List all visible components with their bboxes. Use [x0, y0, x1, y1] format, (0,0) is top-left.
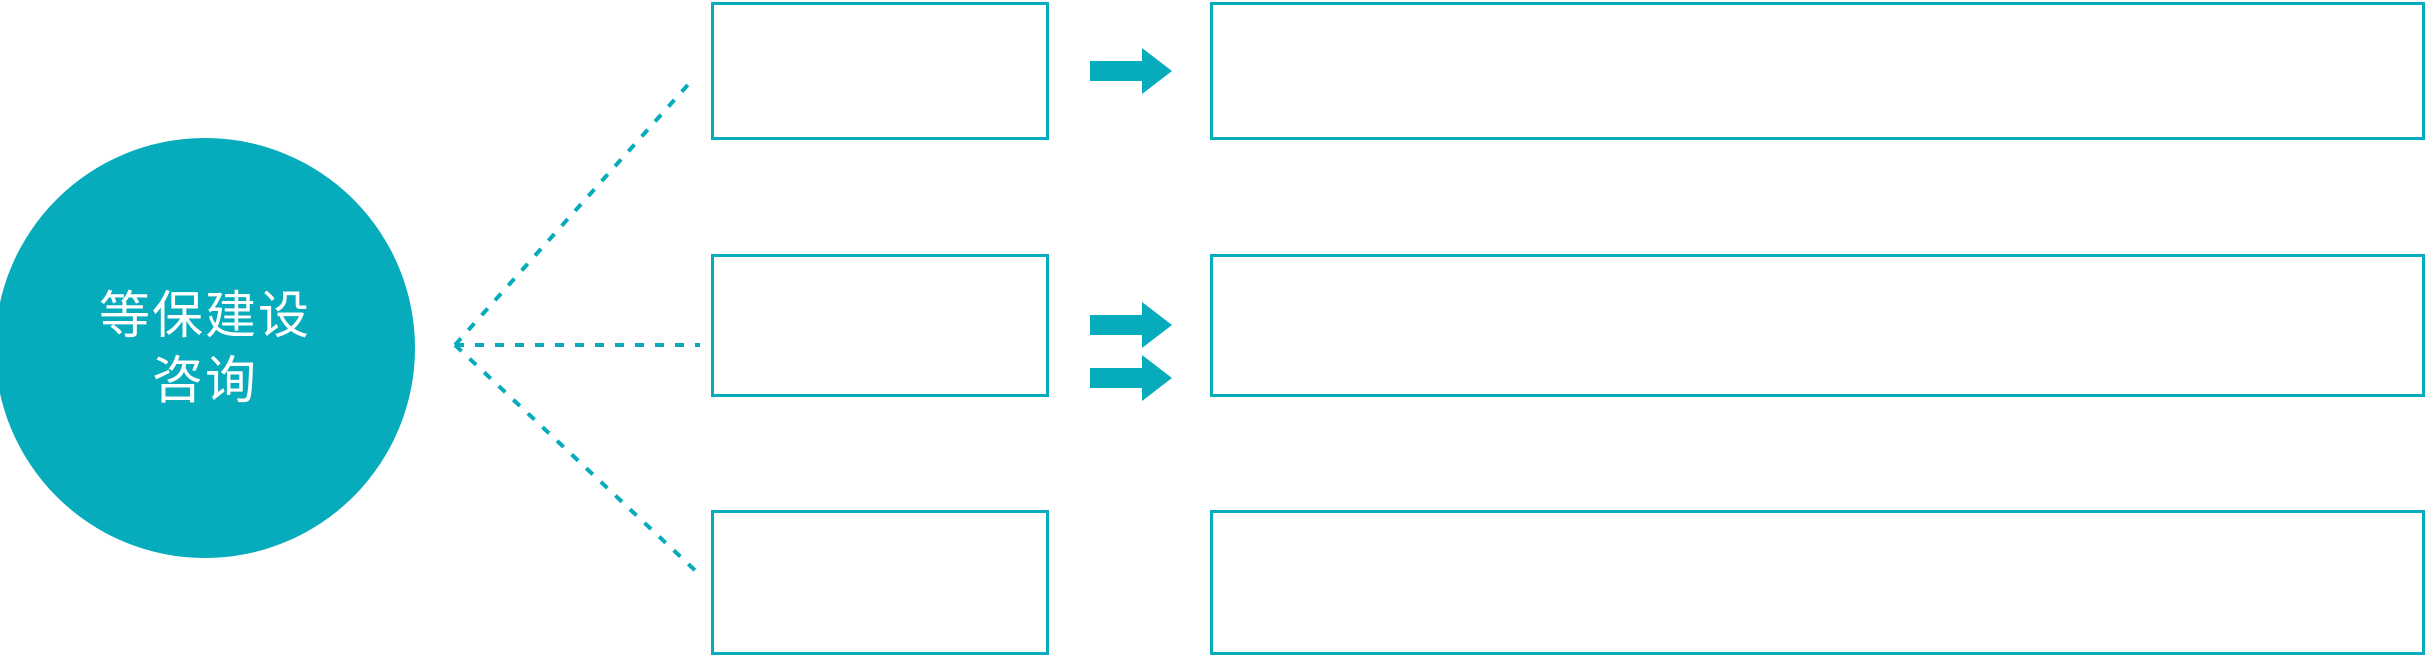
- detail-box-1[interactable]: [1210, 2, 2425, 140]
- detail-box-2[interactable]: [1210, 254, 2425, 397]
- arrow-right-icon: [1090, 302, 1172, 348]
- stage-box-3-label: [714, 513, 1046, 533]
- stage-box-1-label: [714, 5, 1046, 25]
- detail-box-2-label: [1213, 257, 2422, 277]
- hub-label-line-2: 咨询: [151, 352, 258, 409]
- detail-box-3-label: [1213, 513, 2422, 533]
- detail-box-3[interactable]: [1210, 510, 2425, 655]
- hub-label-line-1: 等保建设: [98, 286, 311, 344]
- connector-line-bottom: [453, 343, 702, 577]
- stage-box-2[interactable]: [711, 254, 1049, 397]
- detail-box-1-label: [1213, 5, 2422, 25]
- arrow-right-icon: [1090, 355, 1172, 401]
- stage-box-1[interactable]: [711, 2, 1049, 140]
- hub-circle-node[interactable]: 等保建设 咨询: [0, 138, 415, 558]
- stage-box-3[interactable]: [711, 510, 1049, 655]
- arrow-right-icon: [1090, 48, 1172, 94]
- stage-box-2-label: [714, 257, 1046, 277]
- connector-line-top: [453, 76, 696, 347]
